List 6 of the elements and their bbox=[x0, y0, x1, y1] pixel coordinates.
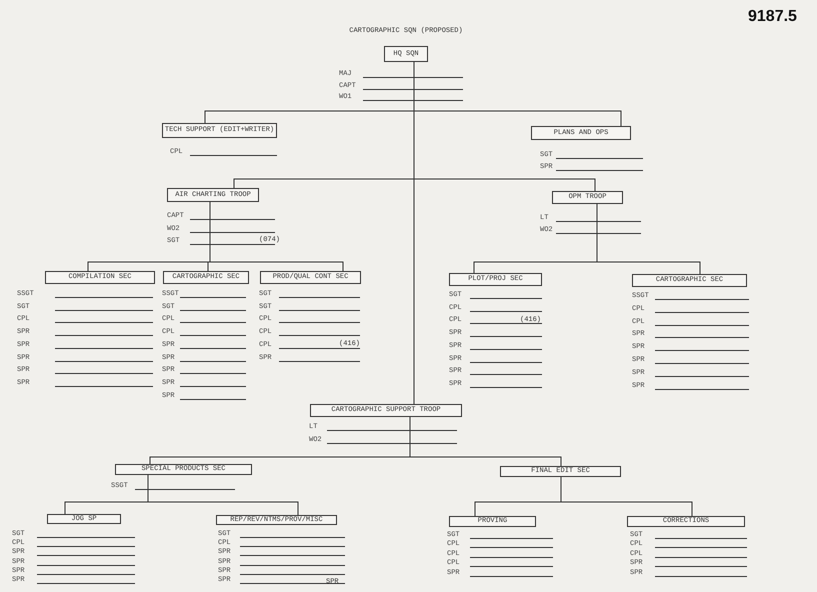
connector-line bbox=[210, 202, 344, 272]
connector-line bbox=[560, 476, 692, 516]
document-number: 9187.5 bbox=[748, 8, 797, 26]
connector-line bbox=[148, 474, 298, 516]
connector-line bbox=[596, 204, 700, 274]
connector-line bbox=[410, 416, 562, 466]
